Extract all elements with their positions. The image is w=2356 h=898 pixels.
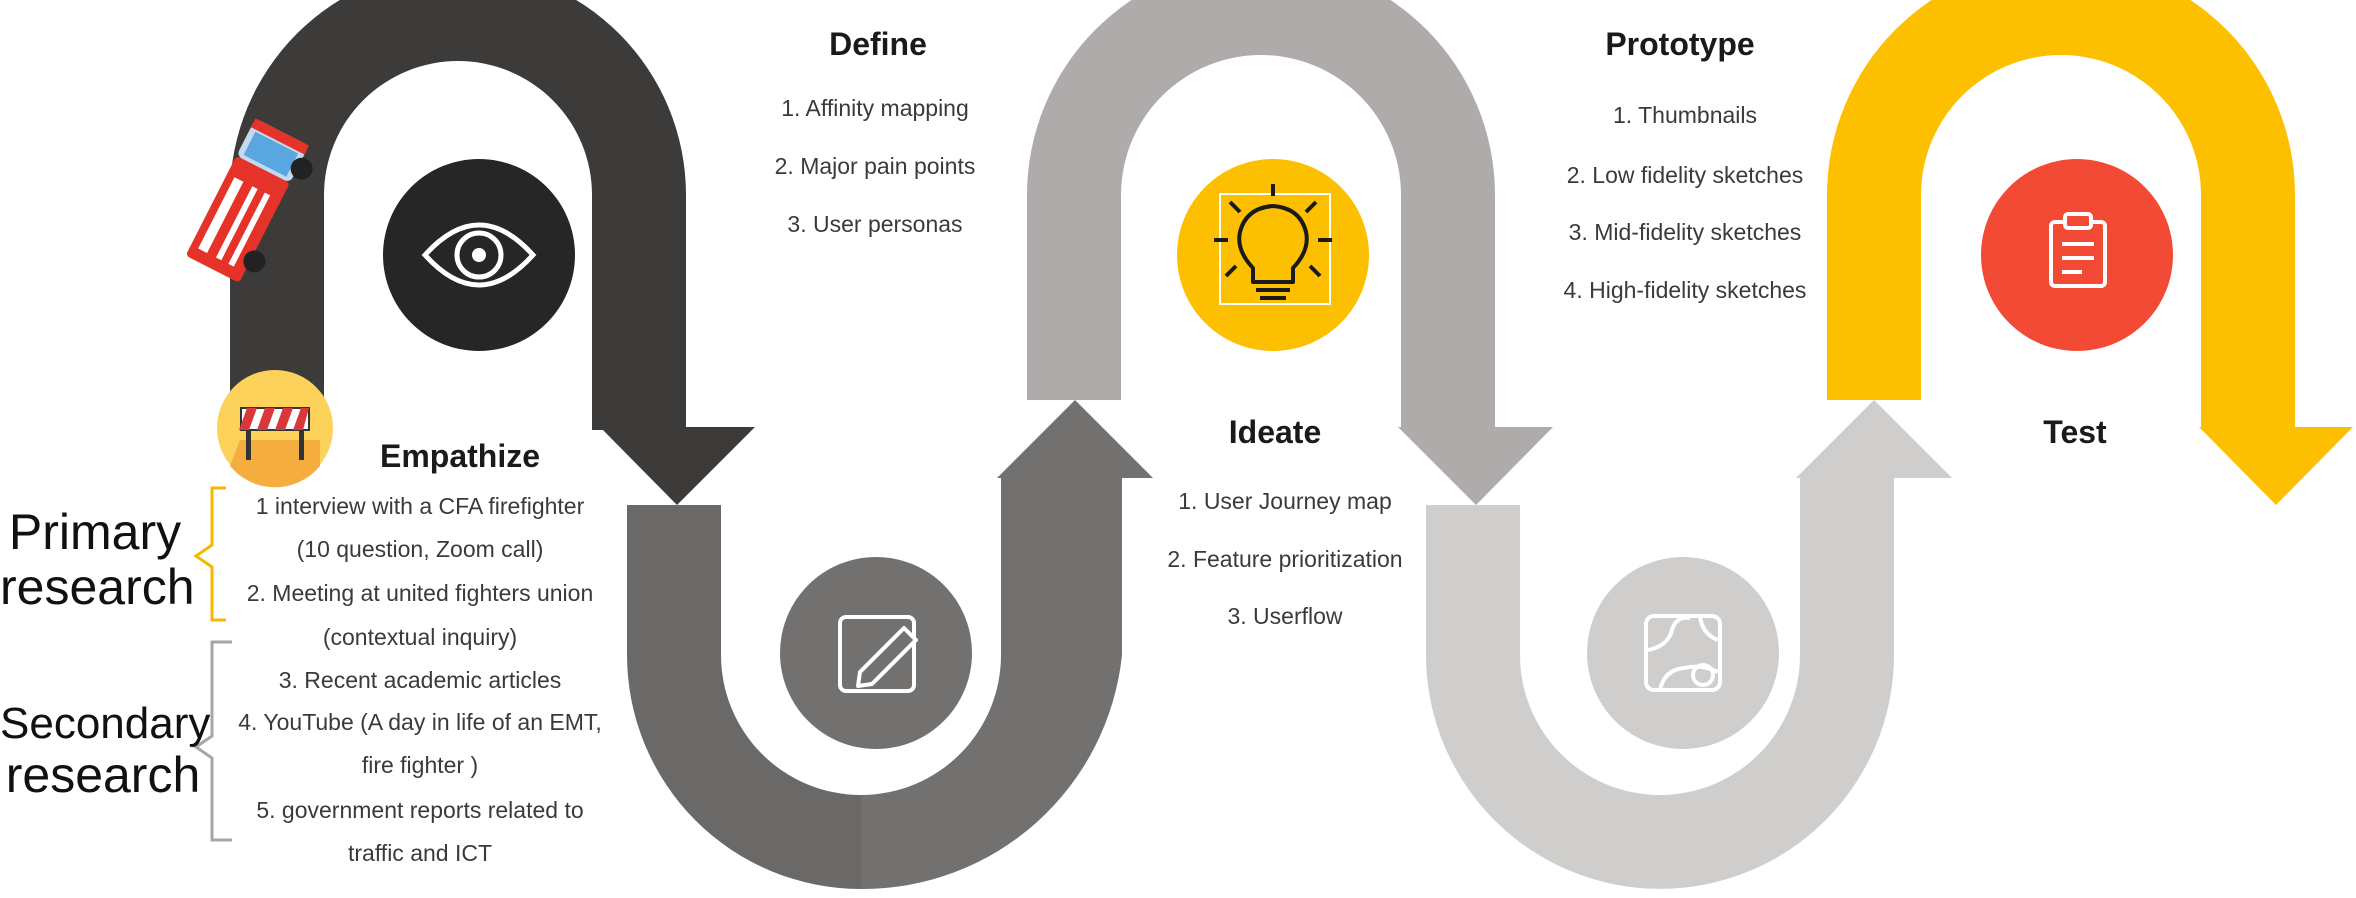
clipboard-icon <box>1981 159 2173 351</box>
prototype-arrow-down <box>1398 427 1553 505</box>
pencil-square-icon <box>780 557 972 749</box>
empathize-item: 3. Recent academic articles <box>278 667 562 693</box>
test-path <box>1827 0 2295 430</box>
prototype-title: Prototype <box>1605 26 1755 62</box>
lightbulb-icon <box>1177 159 1369 351</box>
empathize-item: traffic and ICT <box>347 840 493 866</box>
define-path-right <box>861 475 1122 890</box>
road-barrier-icon <box>217 370 333 488</box>
define-item: 3. User personas <box>787 211 963 237</box>
empathize-item: fire fighter ) <box>361 752 479 778</box>
secondary-research-line: research <box>5 747 201 804</box>
empathize-item: 2. Meeting at united fighters union <box>246 580 594 606</box>
test-arrow-up <box>1796 400 1952 478</box>
ideate-item: 2. Feature prioritization <box>1167 546 1403 572</box>
map-icon <box>1587 557 1779 749</box>
ideate-path <box>1027 0 1495 430</box>
empathize-title: Empathize <box>379 438 541 474</box>
ideate-item: 3. Userflow <box>1227 603 1343 629</box>
primary-research-line: research <box>0 559 195 615</box>
ideate-item: 1. User Journey map <box>1178 488 1392 514</box>
define-title: Define <box>829 26 927 62</box>
prototype-item: 2. Low fidelity sketches <box>1566 162 1804 188</box>
prototype-path <box>1426 475 1894 889</box>
test-title: Test <box>2043 414 2107 450</box>
ideate-title: Ideate <box>1228 414 1322 450</box>
define-item: 2. Major pain points <box>774 153 976 179</box>
empathize-item: (10 question, Zoom call) <box>296 536 544 562</box>
secondary-research-label: Secondary research <box>0 699 211 804</box>
prototype-item: 1. Thumbnails <box>1612 102 1758 128</box>
eye-icon <box>383 159 575 351</box>
primary-research-bracket <box>193 486 226 622</box>
empathize-item: (contextual inquiry) <box>322 624 518 650</box>
define-arrow <box>600 427 755 505</box>
empathize-item: 5. government reports related to <box>256 797 584 823</box>
prototype-item: 4. High-fidelity sketches <box>1563 277 1807 303</box>
primary-research-label: Primary research <box>0 504 195 615</box>
empathize-item: 1 interview with a CFA firefighter <box>255 493 585 519</box>
define-path-left <box>627 505 861 889</box>
test-arrow-down <box>2199 427 2353 505</box>
secondary-research-bracket <box>193 640 232 842</box>
empathize-item: 4. YouTube (A day in life of an EMT, <box>238 709 602 735</box>
primary-research-line: Primary <box>8 504 182 560</box>
define-item: 1. Affinity mapping <box>781 95 969 121</box>
ideate-arrow <box>997 400 1153 478</box>
fire-truck-icon <box>186 118 313 282</box>
secondary-research-line: Secondary <box>0 699 211 748</box>
prototype-item: 3. Mid-fidelity sketches <box>1568 219 1802 245</box>
empathize-path <box>230 0 686 430</box>
